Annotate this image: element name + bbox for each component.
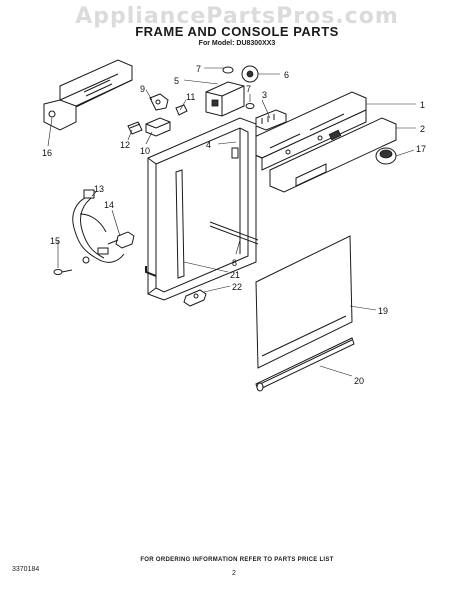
part-7-screw-top[interactable] <box>222 66 234 74</box>
callout-10: 10 <box>140 146 150 156</box>
part-11-clip[interactable] <box>175 104 188 116</box>
callout-17: 17 <box>416 144 426 154</box>
callout-21: 21 <box>230 270 240 280</box>
part-10-hinge-block[interactable] <box>145 117 171 137</box>
callout-2: 2 <box>420 124 425 134</box>
part-14-thermostat[interactable] <box>107 231 135 249</box>
ordering-note: FOR ORDERING INFORMATION REFER TO PARTS … <box>140 557 334 563</box>
callout-labels: 1 2 3 4 5 6 7 7 8 9 10 11 12 13 14 15 16… <box>42 64 426 386</box>
callout-3: 3 <box>262 90 267 100</box>
callout-6: 6 <box>284 70 289 80</box>
part-8-brace[interactable] <box>209 221 259 245</box>
callout-12: 12 <box>120 140 130 150</box>
part-17-knob[interactable] <box>375 147 397 165</box>
diagram-title: FRAME AND CONSOLE PARTS <box>135 24 339 39</box>
part-19-door-panel[interactable] <box>255 235 353 369</box>
callout-4: 4 <box>206 140 211 150</box>
callout-19: 19 <box>378 306 388 316</box>
callout-20: 20 <box>354 376 364 386</box>
callout-5: 5 <box>174 76 179 86</box>
part-15-screw[interactable] <box>53 269 73 275</box>
part-6-dial-knob[interactable] <box>241 65 259 83</box>
part-1-console-panel[interactable] <box>247 91 367 171</box>
callout-8: 8 <box>232 258 237 268</box>
callout-7-side: 7 <box>246 84 251 94</box>
callout-1: 1 <box>420 100 425 110</box>
page-number: 2 <box>232 570 236 577</box>
callout-7-top: 7 <box>196 64 201 74</box>
callout-16: 16 <box>42 148 52 158</box>
callout-13: 13 <box>94 184 104 194</box>
callout-14: 14 <box>104 200 114 210</box>
part-22-clip[interactable] <box>183 289 207 307</box>
part-16-vent-housing[interactable] <box>43 59 133 131</box>
callout-9: 9 <box>140 84 145 94</box>
watermark: AppliancePartsPros.com <box>75 4 399 29</box>
part-12-latch[interactable] <box>127 121 143 135</box>
part-21-gasket-strip[interactable] <box>175 169 185 279</box>
callout-15: 15 <box>50 236 60 246</box>
model-label: For Model: DU8300XX3 <box>198 40 276 47</box>
part-20-trim-strip[interactable] <box>255 337 355 392</box>
part-5-switch-housing[interactable] <box>205 81 245 117</box>
callout-22: 22 <box>232 282 242 292</box>
document-number: 3370184 <box>12 566 40 573</box>
part-7-screw-side[interactable] <box>245 103 255 109</box>
part-13-wire-harness[interactable] <box>72 189 125 264</box>
callout-11: 11 <box>186 92 195 102</box>
part-9-bracket[interactable] <box>149 93 169 111</box>
part-2-console-overlay[interactable] <box>269 117 397 193</box>
leader-lines <box>47 67 416 377</box>
